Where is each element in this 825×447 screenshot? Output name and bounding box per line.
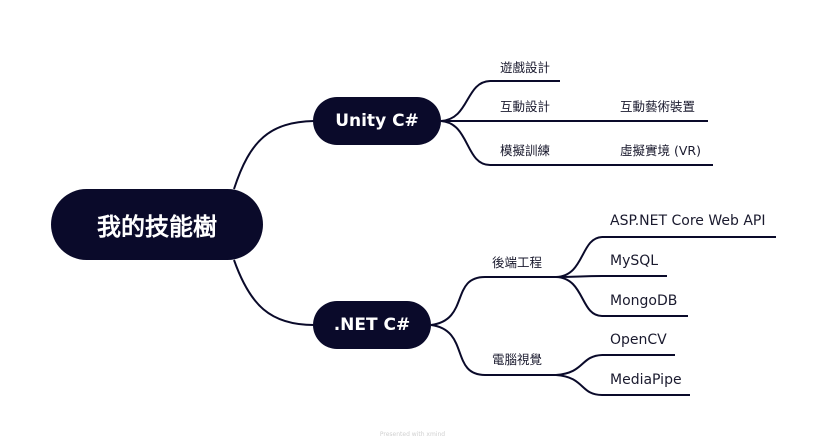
connector-cv-opencv — [555, 354, 603, 376]
topic-virtual-reality[interactable]: 虛擬實境 (VR) — [620, 143, 701, 158]
topic-opencv[interactable]: OpenCV — [610, 332, 667, 348]
topic-game-design[interactable]: 遊戲設計 — [500, 60, 551, 75]
topic-mongodb[interactable]: MongoDB — [610, 293, 678, 309]
topic-mediapipe[interactable]: MediaPipe — [610, 372, 682, 388]
connector-backend-mysql — [555, 275, 603, 278]
topic-backend[interactable]: 後端工程 — [492, 255, 543, 270]
topic-aspnet[interactable]: ASP.NET Core Web API — [610, 213, 766, 229]
connector-net-cv — [430, 324, 486, 376]
root-topic[interactable]: 我的技能樹 — [51, 189, 263, 260]
footer-credit: Presented with xmind — [379, 431, 446, 438]
branch-dotnet[interactable]: .NET C# — [313, 301, 431, 349]
connector-unity-game — [440, 80, 491, 122]
connector-backend-aspnet — [555, 236, 603, 278]
connector-net-backend — [430, 276, 486, 326]
topic-mysql[interactable]: MySQL — [610, 253, 659, 269]
branch-unity[interactable]: Unity C# — [313, 97, 441, 145]
topic-interaction-design[interactable]: 互動設計 — [500, 99, 551, 114]
topic-simulation-training[interactable]: 模擬訓練 — [500, 143, 551, 158]
connector-root-net — [233, 259, 315, 326]
connector-root-unity — [233, 120, 315, 190]
connector-unity-sim — [440, 120, 491, 166]
topic-computer-vision[interactable]: 電腦視覺 — [492, 352, 543, 367]
connector-backend-mongodb — [555, 276, 603, 317]
topic-interactive-art[interactable]: 互動藝術裝置 — [620, 99, 696, 114]
connector-cv-mediapipe — [555, 374, 603, 396]
